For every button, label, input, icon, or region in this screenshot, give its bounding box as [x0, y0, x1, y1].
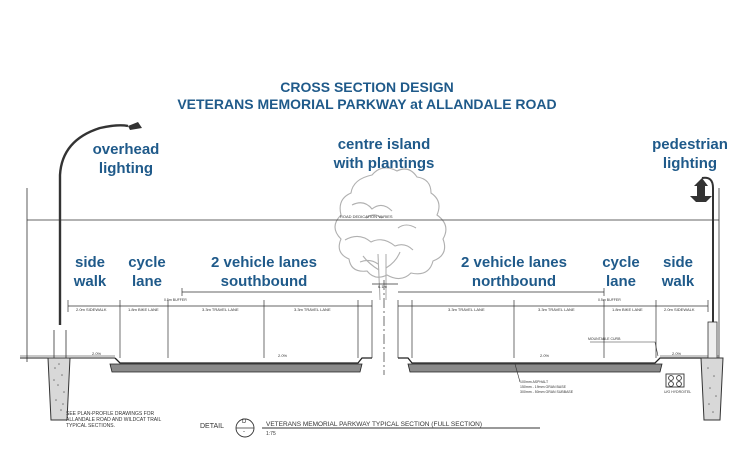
overhead-light-pole: [47, 122, 142, 421]
pavement-base: [109, 363, 663, 373]
label-line: lighting: [662, 155, 718, 172]
slope-label: 2.0%: [672, 351, 682, 356]
road-profile: [20, 355, 719, 364]
dim-lane2-right: 3.3m TRAVEL LANE: [538, 307, 575, 312]
page-subtitle: VETERANS MEMORIAL PARKWAY at ALLANDALE R…: [177, 96, 557, 112]
page-title: CROSS SECTION DESIGN: [280, 79, 454, 95]
detail-title: VETERANS MEMORIAL PARKWAY TYPICAL SECTIO…: [266, 421, 482, 428]
dimension-lines: [67, 280, 709, 375]
dim-bike-left: 1.8m BIKE LANE: [128, 307, 159, 312]
label-line: walk: [73, 273, 107, 290]
label-line: northbound: [471, 273, 557, 290]
label-side-walk-right: side walk: [650, 253, 706, 291]
label-line: cycle: [128, 254, 166, 271]
dim-sidewalk-right: 2.0m SIDEWALK: [664, 307, 695, 312]
detail-dash: -: [243, 429, 245, 435]
plan-note: SEE PLAN-PROFILE DRAWINGS FOR ALLANDALE …: [66, 411, 161, 429]
plan-note-line: SEE PLAN-PROFILE DRAWINGS FOR: [66, 411, 155, 417]
label-lanes-northbound: 2 vehicle lanes northbound: [450, 253, 578, 291]
tree-illustration: [334, 167, 447, 301]
pavement-note: 300mm - 50mm GRAN SUBBASE: [520, 390, 574, 394]
label-overhead-lighting: overhead lighting: [80, 140, 172, 178]
dim-lane2-left: 3.3m TRAVEL LANE: [294, 307, 331, 312]
detail-scale: 1:75: [266, 431, 276, 437]
label-centre-island: centre island with plantings: [325, 135, 443, 173]
label-line: 2 vehicle lanes: [461, 254, 567, 271]
label-cycle-lane-right: cycle lane: [592, 253, 650, 291]
label-line: lighting: [98, 160, 154, 177]
label-pedestrian-lighting: pedestrian lighting: [645, 135, 734, 173]
slope-label: 2.0%: [278, 353, 288, 358]
label-line: cycle: [602, 254, 640, 271]
curb-note: MOUNTABLE CURB: [588, 337, 621, 341]
plan-note-line: TYPICAL SECTIONS.: [66, 423, 115, 429]
slope-label: 2.0%: [92, 351, 102, 356]
label-line: centre island: [337, 136, 431, 153]
label-line: with plantings: [333, 155, 435, 172]
detail-word: DETAIL: [200, 423, 224, 430]
slope-label: 2.0%: [540, 353, 550, 358]
label-line: 2 vehicle lanes: [211, 254, 317, 271]
dim-sidewalk-left: 2.0m SIDEWALK: [76, 307, 107, 312]
dim-buffer-right: 0.5m BUFFER: [598, 298, 621, 302]
hydro-note: U/G HYDRO/TEL: [664, 390, 692, 394]
label-line: lane: [605, 273, 636, 290]
dim-lane1-right: 3.3m TRAVEL LANE: [448, 307, 485, 312]
label-line: pedestrian: [652, 136, 728, 153]
label-cycle-lane-left: cycle lane: [118, 253, 176, 291]
label-lanes-southbound: 2 vehicle lanes southbound: [200, 253, 328, 291]
dim-bike-right: 1.8m BIKE LANE: [612, 307, 643, 312]
label-line: side: [74, 254, 105, 271]
label-line: side: [662, 254, 693, 271]
dim-lane1-left: 3.3m TRAVEL LANE: [202, 307, 239, 312]
road-dedication-dimension: [26, 188, 720, 362]
label-side-walk-left: side walk: [62, 253, 118, 291]
road-dedication-label: ROAD DEDICATION VARIES: [340, 214, 393, 219]
dim-median: 6.1m: [378, 284, 387, 289]
label-line: southbound: [220, 273, 308, 290]
label-line: walk: [661, 273, 695, 290]
dim-buffer-left: 0.5m BUFFER: [164, 298, 187, 302]
plan-note-line: ALLANDALE ROAD AND WILDCAT TRAIL: [66, 417, 162, 423]
pavement-note: 150mm - 19mm GRAN BASE: [520, 385, 566, 389]
pavement-note: 100mm ASPHALT: [520, 380, 549, 384]
detail-symbol: [235, 418, 540, 438]
note-leaders: [514, 341, 659, 383]
label-line: lane: [131, 273, 162, 290]
detail-letter: D: [242, 419, 247, 425]
hydro-duct-bank: [665, 373, 685, 388]
label-line: overhead: [92, 141, 160, 158]
pedestrian-light-pole: [690, 176, 724, 421]
